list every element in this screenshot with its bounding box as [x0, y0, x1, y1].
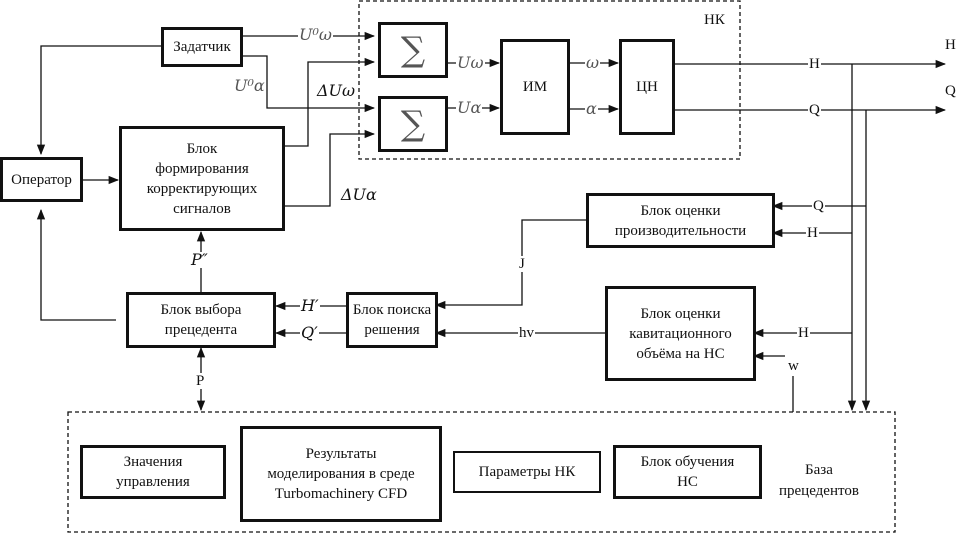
nk-region [358, 0, 741, 160]
q-prime-label: Q′ [300, 323, 319, 342]
productivity-block: Блок оценки производительности [586, 193, 775, 248]
case-base-label: База прецедентов [779, 462, 859, 499]
case-base-region [67, 411, 896, 533]
h-productivity-label: H [806, 225, 819, 241]
cavitation-block: Блок оценки кавитационного объёма на НС [605, 286, 756, 381]
nk-params-block: Параметры НК [453, 451, 601, 493]
q-line-label: Q [808, 102, 821, 118]
q-productivity-label: Q [812, 198, 825, 214]
p-double-prime-label: P″ [190, 250, 209, 269]
j-label: J [518, 256, 526, 272]
u-omega-label: Uω [456, 53, 485, 72]
h-output-label: H [945, 37, 956, 53]
p-label: P [195, 373, 206, 389]
u-alpha0-label: U⁰α [234, 76, 265, 95]
hv-label: hv [518, 325, 535, 341]
q-output-label: Q [945, 83, 956, 99]
du-alpha-label: ΔUα [341, 185, 377, 204]
im-block: ИМ [500, 39, 570, 135]
omega-label: ω [585, 53, 601, 72]
u-omega0-label: U⁰ω [298, 25, 333, 44]
du-omega-label: ΔUω [317, 81, 356, 100]
h-line-label: H [808, 56, 821, 72]
h-cavitation-label: H [797, 325, 810, 341]
nk-region-label: НК [704, 12, 725, 28]
h-prime-label: H′ [300, 296, 320, 315]
cfd-results-block: Результаты моделирования в среде Turboma… [240, 426, 442, 522]
control-values-block: Значения управления [80, 445, 226, 499]
search-block: Блок поиска решения [346, 292, 438, 348]
operator-block: Оператор [0, 157, 83, 202]
alpha-label: α [585, 99, 598, 118]
u-alpha-label: Uα [456, 98, 483, 117]
cn-block: ЦН [619, 39, 675, 135]
sum-alpha-block: ∑ [378, 96, 448, 152]
correction-signals-block: Блок формирования корректирующих сигнало… [119, 126, 285, 231]
sum-omega-block: ∑ [378, 22, 448, 78]
w-label: w [787, 358, 800, 374]
ns-training-block: Блок обучения НС [613, 445, 762, 499]
zadatchik-block: Задатчик [161, 27, 243, 67]
precedent-block: Блок выбора прецедента [126, 292, 276, 348]
